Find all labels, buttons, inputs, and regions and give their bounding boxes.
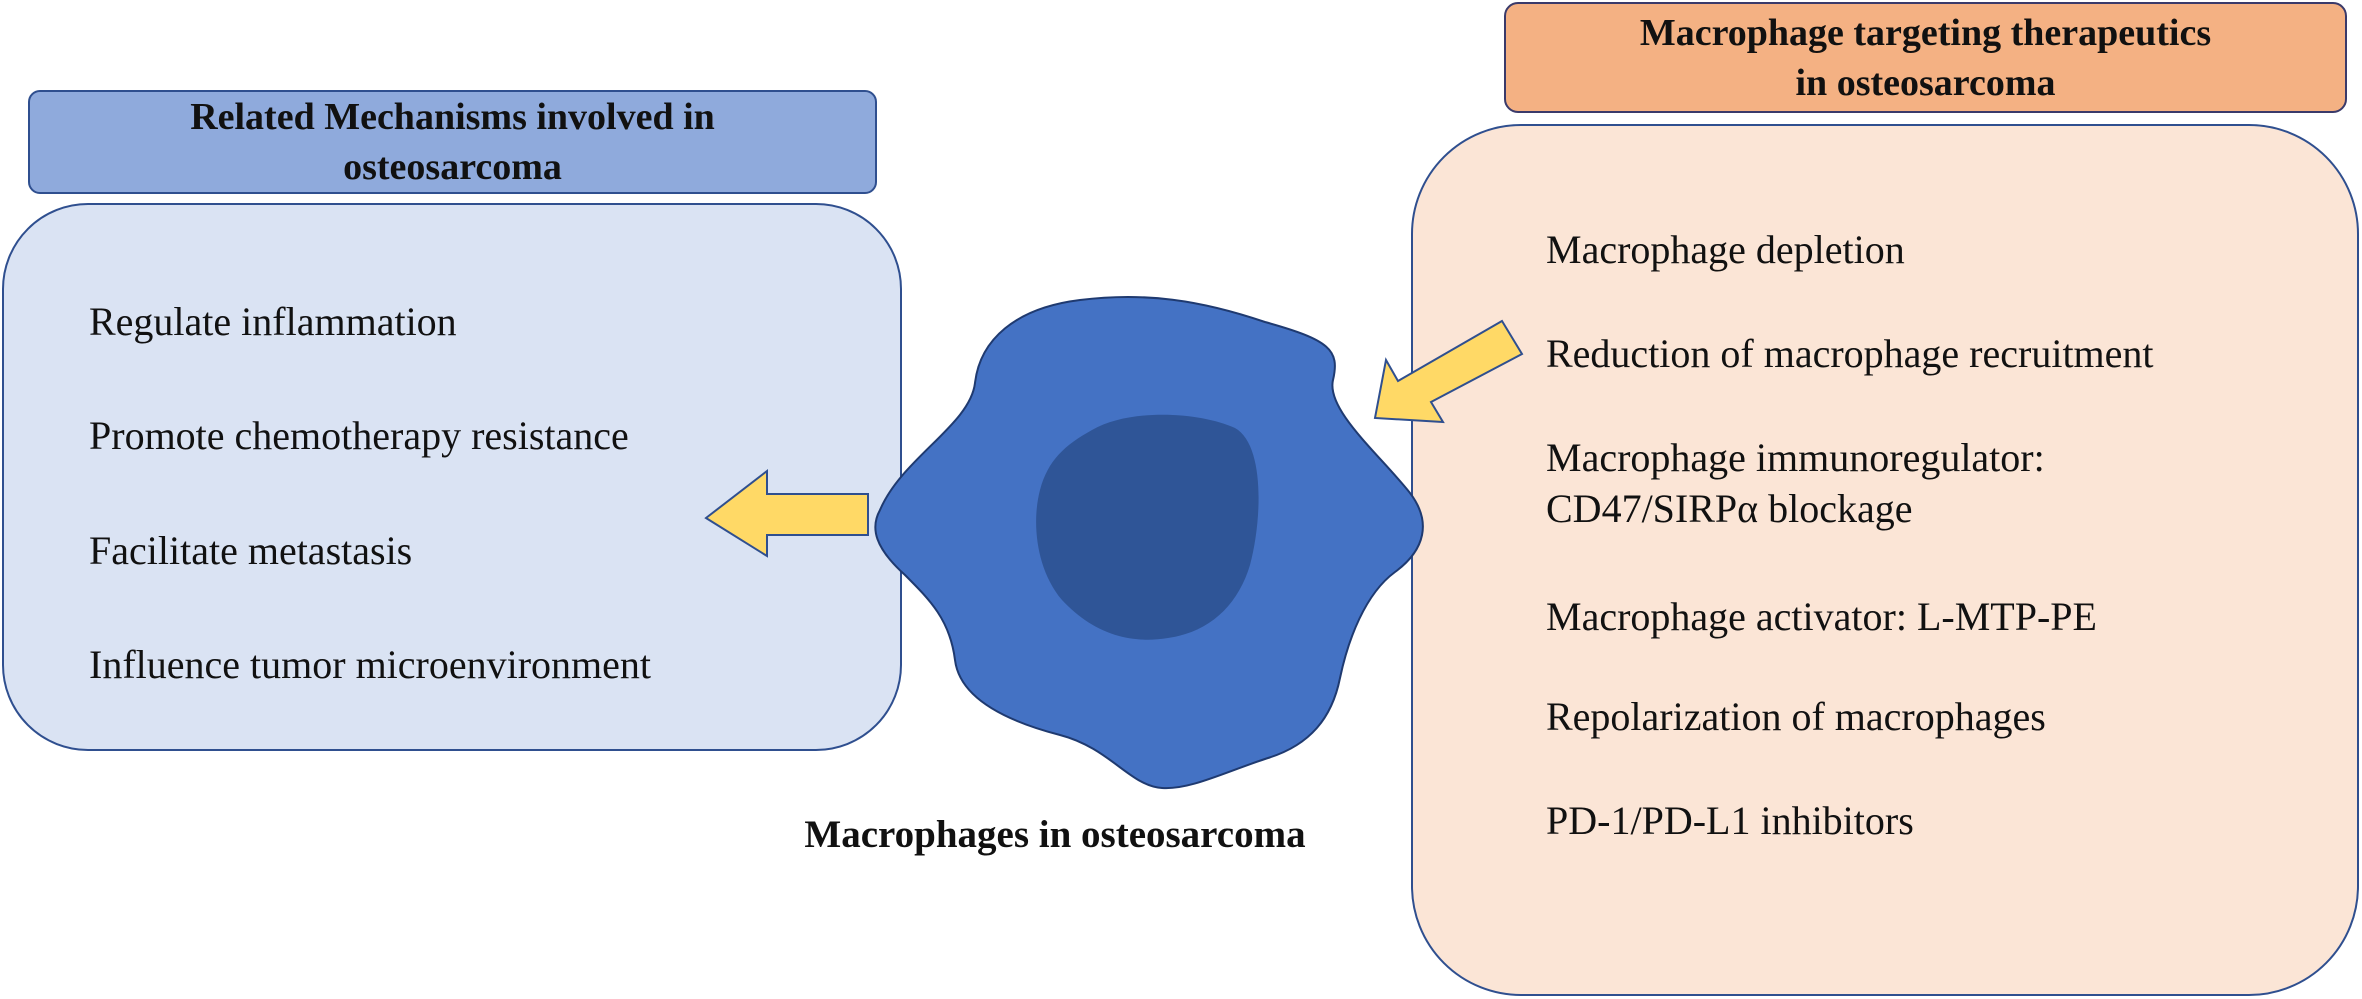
therapeutics-header: Macrophage targeting therapeutics in ost… [1504,2,2347,113]
mechanisms-title-line1: Related Mechanisms involved in [190,96,715,138]
mechanism-item: Facilitate metastasis [89,528,413,573]
therapeutic-item: Reduction of macrophage recruitment [1546,331,2154,376]
mechanisms-header: Related Mechanisms involved in osteosarc… [28,90,877,194]
therapeutic-item: Macrophage immunoregulator: [1546,435,2045,480]
mechanism-item: Influence tumor microenvironment [89,642,652,687]
mechanisms-title-line2: osteosarcoma [343,146,562,188]
mechanism-item: Regulate inflammation [89,299,457,344]
therapeutics-title-line2: in osteosarcoma [1795,61,2056,104]
therapeutics-title-line1: Macrophage targeting therapeutics [1639,11,2212,54]
center-caption: Macrophages in osteosarcoma [804,813,1306,856]
mechanism-item: Promote chemotherapy resistance [89,413,629,458]
therapeutics-box [1411,124,2359,996]
macrophage-nucleus-icon [1036,414,1259,640]
therapeutic-item: PD-1/PD-L1 inhibitors [1546,798,1914,843]
left-arrow-icon [704,468,869,558]
diagonal-arrow-icon [1373,319,1524,424]
therapeutic-item: Macrophage activator: L-MTP-PE [1546,594,2097,639]
therapeutic-item: Repolarization of macrophages [1546,694,2046,739]
therapeutic-item: CD47/SIRPα blockage [1546,486,1913,531]
therapeutic-item: Macrophage depletion [1546,227,1905,272]
mechanisms-box [2,203,902,751]
